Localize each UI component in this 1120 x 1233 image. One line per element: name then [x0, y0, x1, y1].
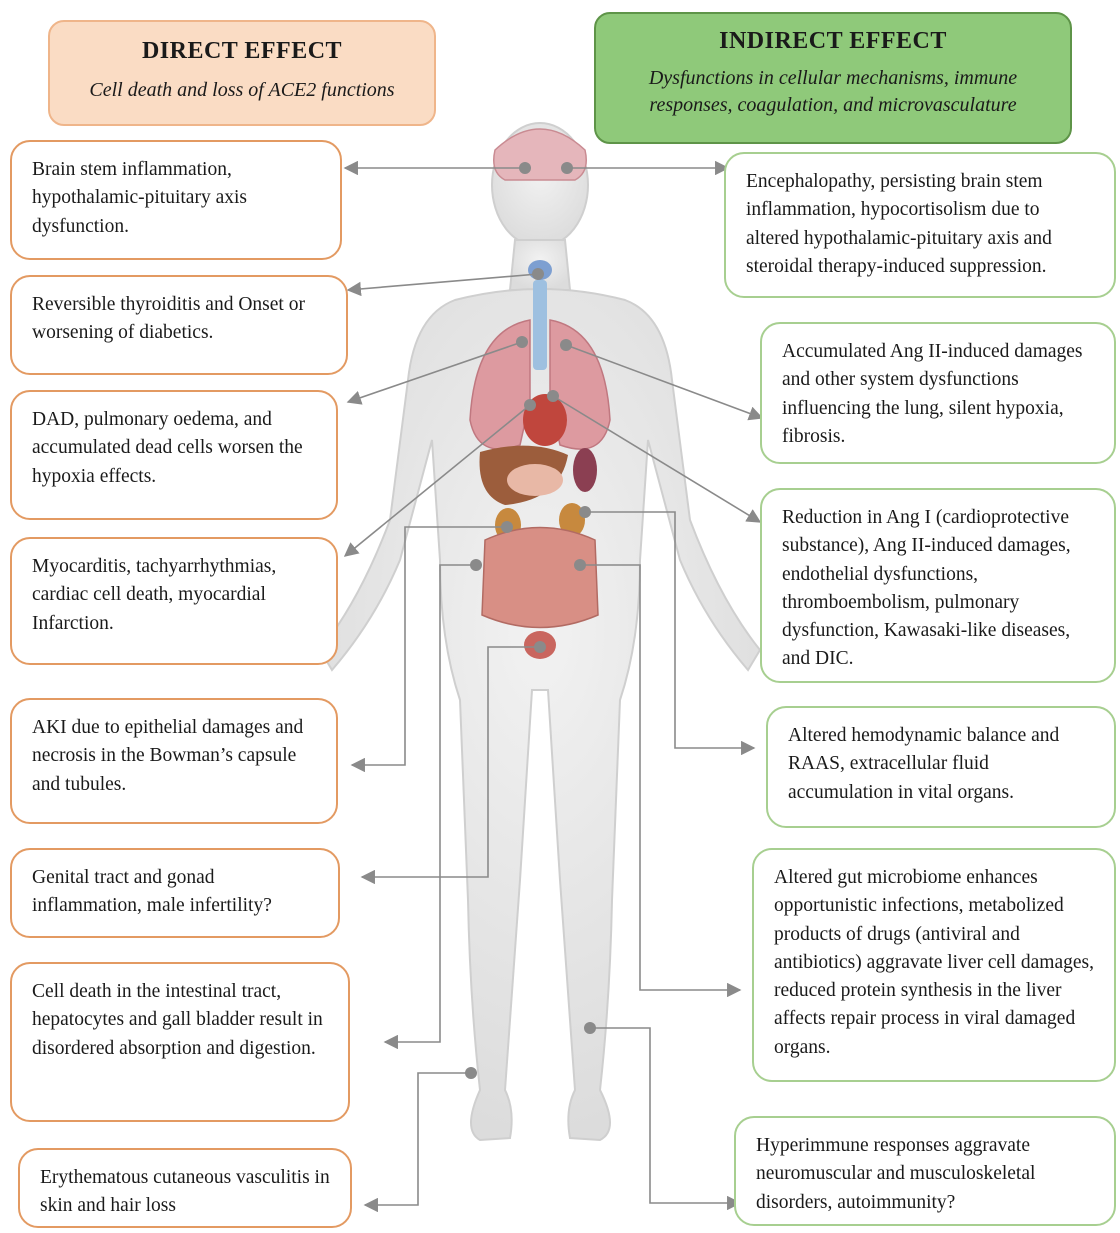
- marker-lung-right: [560, 339, 572, 351]
- marker-thyroid: [532, 268, 544, 280]
- direct-effect-thyroid: Reversible thyroiditis and Onset or wors…: [10, 275, 348, 375]
- direct-effect-brain: Brain stem inflammation, hypothalamic-pi…: [10, 140, 342, 260]
- direct-effect-kidney: AKI due to epithelial damages and necros…: [10, 698, 338, 824]
- indirect-effect-gut-liver: Altered gut microbiome enhances opportun…: [752, 848, 1116, 1082]
- direct-effect-heart: Myocarditis, tachyarrhythmias, cardiac c…: [10, 537, 338, 665]
- indirect-effect-immune: Hyperimmune responses aggravate neuromus…: [734, 1116, 1116, 1226]
- direct-effect-header: DIRECT EFFECT Cell death and loss of ACE…: [48, 20, 436, 126]
- marker-brain-left: [519, 162, 531, 174]
- marker-skin: [465, 1067, 477, 1079]
- indirect-effect-heart: Reduction in Ang I (cardioprotective sub…: [760, 488, 1116, 683]
- direct-effect-lung: DAD, pulmonary oedema, and accumulated d…: [10, 390, 338, 520]
- direct-effect-subtitle: Cell death and loss of ACE2 functions: [50, 77, 434, 104]
- indirect-effect-kidney: Altered hemodynamic balance and RAAS, ex…: [766, 706, 1116, 828]
- marker-muscle: [584, 1022, 596, 1034]
- marker-gonad: [534, 641, 546, 653]
- direct-effect-genital: Genital tract and gonad inflammation, ma…: [10, 848, 340, 938]
- indirect-effect-brain: Encephalopathy, persisting brain stem in…: [724, 152, 1116, 298]
- marker-kidney-right: [579, 506, 591, 518]
- marker-intestine-left: [470, 559, 482, 571]
- marker-kidney-left: [501, 521, 513, 533]
- marker-intestine-right: [574, 559, 586, 571]
- indirect-effect-header: INDIRECT EFFECT Dysfunctions in cellular…: [594, 12, 1072, 144]
- marker-lung-left: [516, 336, 528, 348]
- indirect-effect-lung: Accumulated Ang II-induced damages and o…: [760, 322, 1116, 464]
- indirect-effect-title: INDIRECT EFFECT: [620, 28, 1046, 55]
- marker-heart: [524, 399, 536, 411]
- indirect-effect-subtitle: Dysfunctions in cellular mechanisms, imm…: [620, 65, 1046, 119]
- direct-effect-title: DIRECT EFFECT: [50, 38, 434, 65]
- marker-brain-right: [561, 162, 573, 174]
- marker-heart-vessel: [547, 390, 559, 402]
- direct-effect-intestine: Cell death in the intestinal tract, hepa…: [10, 962, 350, 1122]
- direct-effect-skin: Erythematous cutaneous vasculitis in ski…: [18, 1148, 352, 1228]
